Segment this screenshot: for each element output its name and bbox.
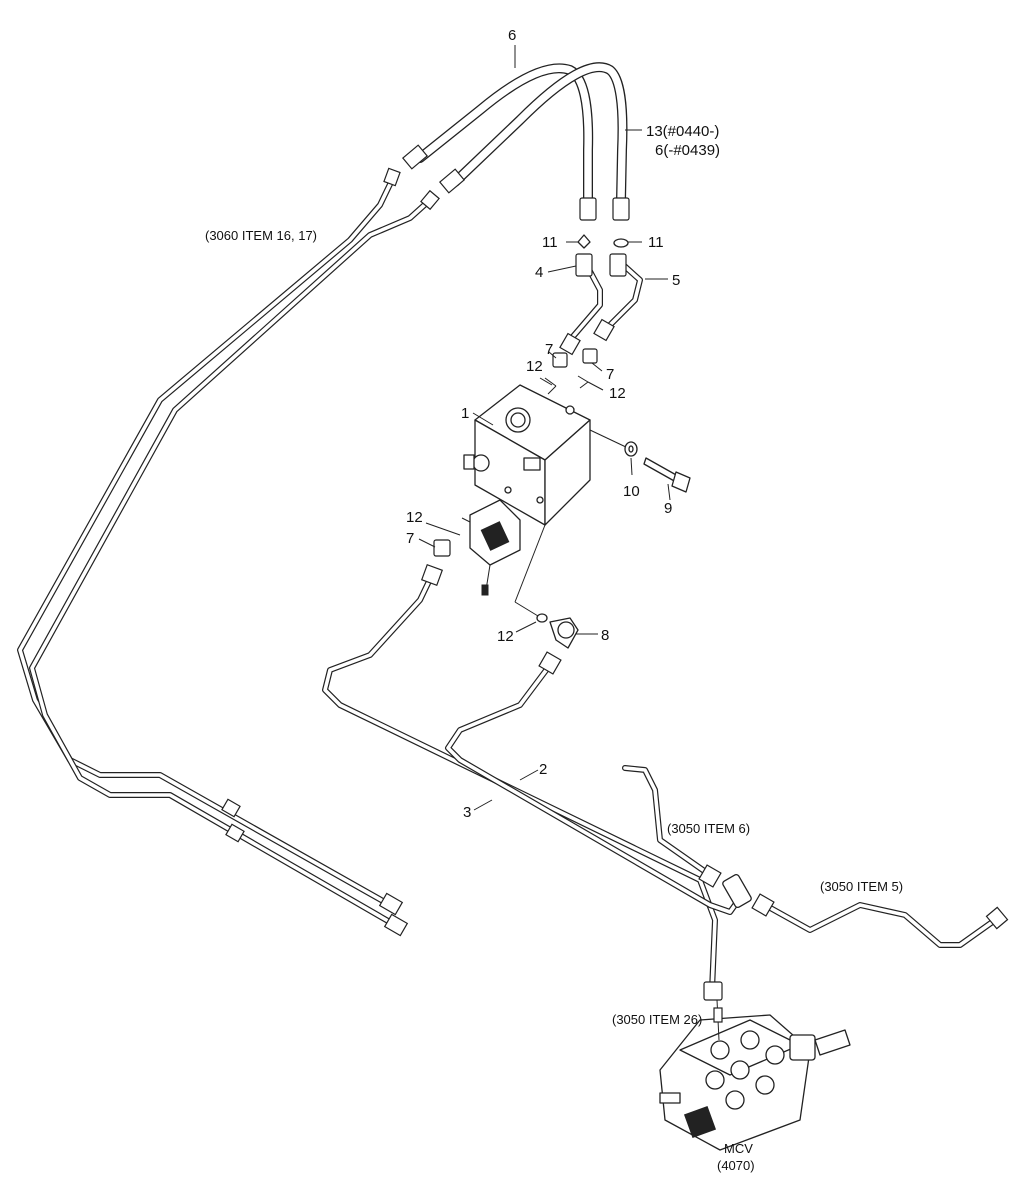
callout-6: 6 <box>508 27 516 44</box>
callout-7-lower: 7 <box>406 530 414 547</box>
ref-3050-item-6: (3050 ITEM 6) <box>667 821 750 836</box>
adapters-7-top <box>544 348 598 395</box>
mcv-code: (4070) <box>717 1158 755 1173</box>
mcv-label: MCV <box>724 1141 753 1156</box>
bolt-and-washer <box>589 429 691 493</box>
right-pipes <box>622 765 1009 948</box>
callout-12-top-right: 12 <box>609 385 626 402</box>
callout-13-line1: 13(#0440-) <box>646 123 719 140</box>
mcv-valve <box>659 999 851 1151</box>
fittings-4-5 <box>559 234 643 356</box>
callout-12-lower: 12 <box>497 628 514 645</box>
ref-3060-items: (3060 ITEM 16, 17) <box>205 228 317 243</box>
ref-3050-item-26: (3050 ITEM 26) <box>612 1012 702 1027</box>
callout-12-top-left: 12 <box>526 358 543 375</box>
left-long-pipes <box>17 167 440 937</box>
callout-13-line2: 6(-#0439) <box>655 142 720 159</box>
callout-3: 3 <box>463 804 471 821</box>
adapters-lower <box>433 539 579 649</box>
valve-block <box>463 384 591 596</box>
callout-7-top-left: 7 <box>545 341 553 358</box>
callout-5: 5 <box>672 272 680 289</box>
callout-4: 4 <box>535 264 543 281</box>
callout-2: 2 <box>539 761 547 778</box>
callout-11-left: 11 <box>542 234 558 251</box>
callout-leaders <box>418 45 671 811</box>
callout-7-top-right: 7 <box>606 366 614 383</box>
pipes-2-3 <box>322 563 743 1001</box>
top-hoses <box>401 62 630 221</box>
callout-9: 9 <box>664 500 672 517</box>
callout-10: 10 <box>623 483 640 500</box>
callout-8: 8 <box>601 627 609 644</box>
callout-1: 1 <box>461 405 469 422</box>
ref-3050-item-5: (3050 ITEM 5) <box>820 879 903 894</box>
callout-12-mid: 12 <box>406 509 423 526</box>
callout-11-right: 11 <box>648 234 664 251</box>
